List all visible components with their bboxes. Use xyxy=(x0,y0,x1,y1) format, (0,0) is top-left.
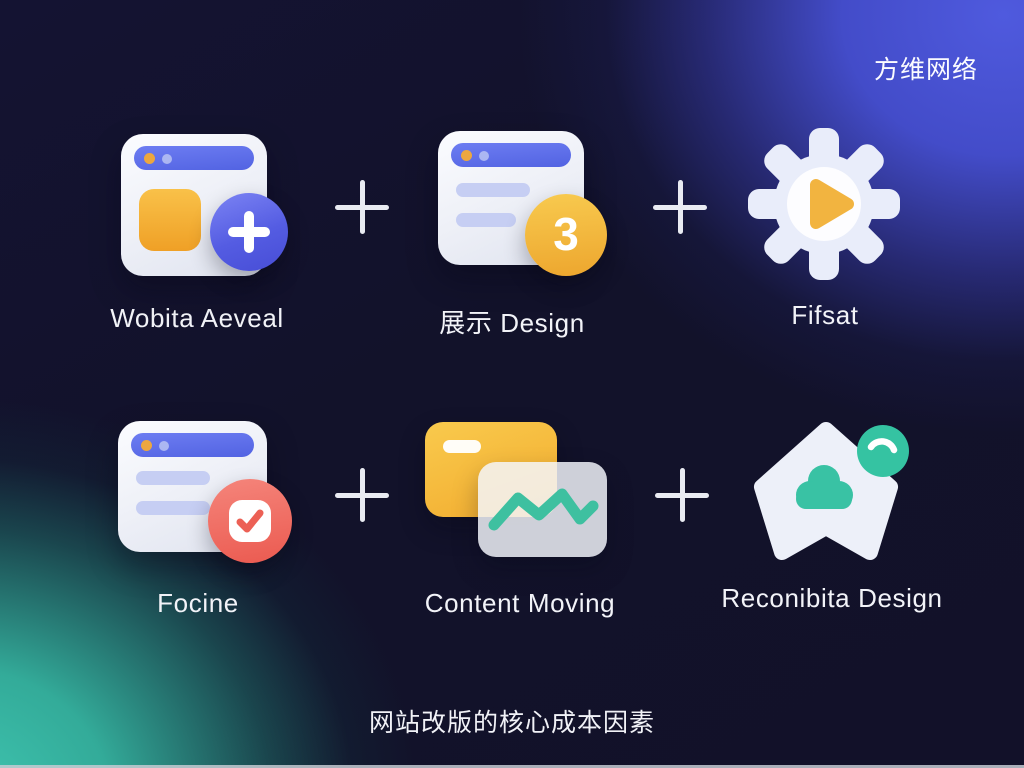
cloud-icon xyxy=(796,465,853,509)
feature-item: 3 展示 Design xyxy=(392,131,632,340)
plus-icon xyxy=(226,209,272,255)
count-badge: 3 xyxy=(525,194,607,276)
browser-topbar xyxy=(131,433,254,457)
content-block xyxy=(139,189,201,251)
feature-item: Focine xyxy=(78,418,318,619)
brand-watermark: 方维网络 xyxy=(873,56,978,84)
window-dot-icon xyxy=(461,150,472,161)
trend-line-icon xyxy=(488,488,599,531)
item-label: Wobita Aeveal xyxy=(110,303,284,333)
chart-card xyxy=(478,462,607,557)
feature-item: Content Moving xyxy=(400,418,640,619)
feature-item: Fifsat xyxy=(705,128,945,331)
text-line xyxy=(456,183,530,197)
item-label: Fifsat xyxy=(791,300,859,330)
check-badge xyxy=(208,479,292,563)
feature-item: Reconibita Design xyxy=(712,413,952,614)
window-edge xyxy=(0,765,1024,768)
play-icon xyxy=(810,179,854,229)
item-label: Reconibita Design xyxy=(721,583,943,613)
page-title: 网站改版的核心成本因素 xyxy=(368,709,655,737)
check-icon xyxy=(229,500,271,542)
item-label: Content Moving xyxy=(424,588,616,618)
sync-badge-icon xyxy=(857,425,909,477)
browser-list-icon: 3 xyxy=(392,131,632,303)
cards-chart-icon xyxy=(400,418,640,588)
browser-add-icon xyxy=(77,131,317,303)
browser-topbar xyxy=(451,143,571,167)
window-dot-icon xyxy=(479,151,489,161)
window-dot-icon xyxy=(144,153,155,164)
item-label: Focine xyxy=(157,588,239,618)
text-line xyxy=(456,213,516,227)
house-cloud-icon xyxy=(712,413,952,583)
plus-separator-icon xyxy=(335,468,389,522)
plus-separator-icon xyxy=(655,468,709,522)
browser-check-icon xyxy=(78,418,318,588)
browser-topbar xyxy=(134,146,254,170)
item-label: 展示 Design xyxy=(439,308,585,338)
plus-separator-icon xyxy=(653,180,707,234)
window-dot-icon xyxy=(162,154,172,164)
badge-number: 3 xyxy=(553,208,579,260)
plus-separator-icon xyxy=(335,180,389,234)
text-line xyxy=(136,471,210,485)
gear-icon xyxy=(748,128,900,280)
add-badge-icon xyxy=(210,193,288,271)
window-dot-icon xyxy=(159,441,169,451)
text-line xyxy=(136,501,210,515)
feature-item: Wobita Aeveal xyxy=(77,131,317,334)
gear-play-icon xyxy=(705,128,945,300)
window-dot-icon xyxy=(141,440,152,451)
text-pill xyxy=(443,440,481,453)
